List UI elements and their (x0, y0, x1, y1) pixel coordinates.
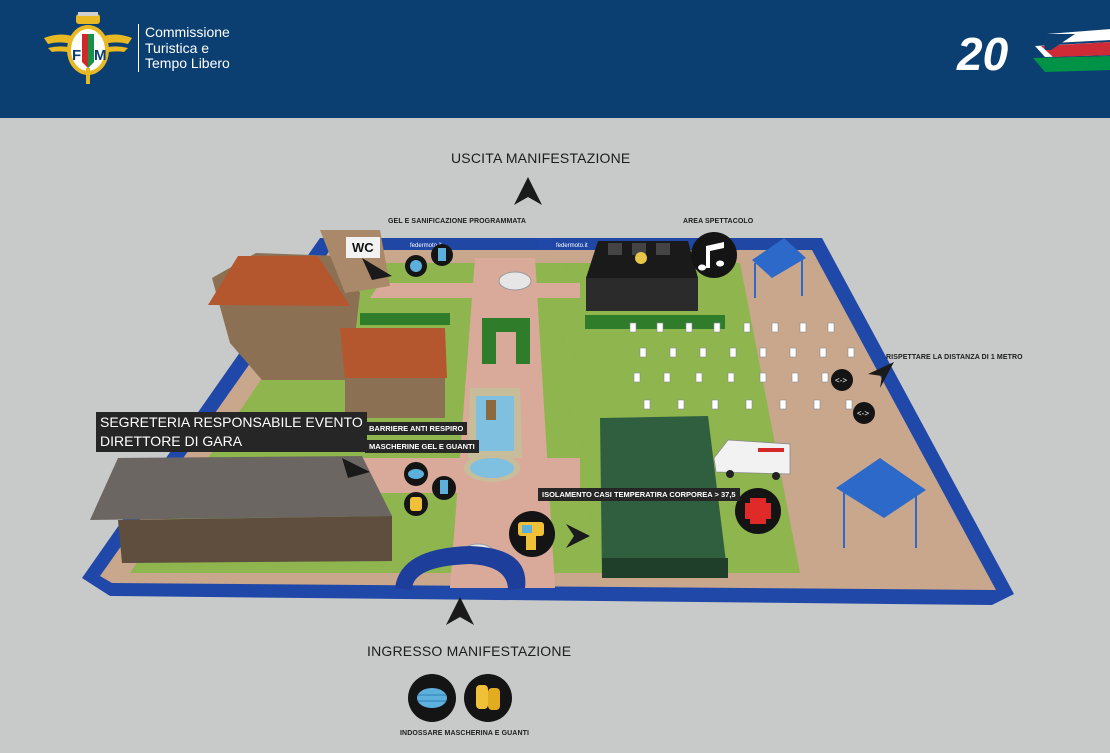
svg-text:20: 20 (956, 28, 1009, 76)
banner-text: federmoto.it (410, 243, 442, 249)
wear-mask-gloves-label: INDOSSARE MASCHERINA E GUANTI (400, 730, 530, 737)
org-name-line: Turistica e (145, 39, 210, 56)
wc-sign: WC (346, 237, 380, 258)
gazebo-icon (752, 238, 806, 278)
secretariat-roof (90, 456, 392, 520)
pointer-arrow-icon (342, 458, 370, 478)
roof-back (208, 256, 350, 306)
entrance-arrow-icon (446, 597, 474, 625)
distance-arrows-icon (831, 369, 853, 391)
ambulance-icon (713, 439, 791, 480)
distance-arrows-icon (853, 402, 875, 424)
entrance-arch (395, 546, 526, 590)
banner-text: federmoto.it (556, 243, 588, 249)
exit-arrow-icon (514, 177, 542, 205)
svg-text:F: F (72, 47, 81, 64)
secretariat-label: SEGRETERIA RESPONSABILE EVENTO DIRETTORE… (96, 412, 367, 452)
stage-front (586, 278, 698, 311)
event-map: federmoto.it federmoto.it (0, 118, 1110, 753)
gazebo-icon (836, 458, 926, 518)
hedge (360, 313, 450, 325)
masks-gel-gloves-label: MASCHERINE GEL E GUANTI (365, 440, 479, 453)
org-name-line: Commissione (145, 24, 230, 40)
secretariat-line: SEGRETERIA RESPONSABILE EVENTO (100, 414, 363, 430)
pointer-arrow-icon (362, 258, 392, 280)
fmi-logo-icon: F M (44, 12, 132, 84)
sanitizing-label: GEL E SANIFICAZIONE PROGRAMMATA (388, 218, 527, 225)
distance-label: RISPETTARE LA DISTANZA DI 1 METRO (886, 354, 1023, 361)
org-name-line: Tempo Libero (145, 55, 230, 71)
top-path (370, 283, 580, 298)
isolation-label: ISOLAMENTO CASI TEMPERATIRA CORPOREA > 3… (538, 488, 740, 501)
svg-text:M: M (94, 47, 107, 64)
italy-20-badge-icon: 20 (956, 28, 1110, 76)
roof-right (340, 328, 447, 380)
pointer-arrow-icon (566, 524, 590, 548)
hedge (585, 315, 725, 329)
organization-name: Commissione Turistica e Tempo Libero (145, 24, 265, 72)
svg-text:<->: <-> (835, 376, 847, 385)
hedge (482, 318, 530, 364)
audience-chairs (629, 322, 855, 410)
svg-text:<->: <-> (857, 409, 869, 418)
pointer-arrow-icon (868, 362, 894, 388)
entrance-label: INGRESSO MANIFESTAZIONE (367, 643, 572, 659)
exit-label: USCITA MANIFESTAZIONE (451, 150, 631, 166)
header-bar: F M Commissione Turistica e Tempo Libero… (0, 0, 1110, 118)
stage-label: AREA SPETTACOLO (683, 218, 754, 225)
barriers-label: BARRIERE ANTI RESPIRO (365, 422, 468, 435)
secretariat-wall (118, 516, 392, 563)
music-note-icon (691, 232, 737, 278)
secretariat-line: DIRETTORE DI GARA (100, 433, 243, 449)
logo-divider (138, 24, 139, 72)
